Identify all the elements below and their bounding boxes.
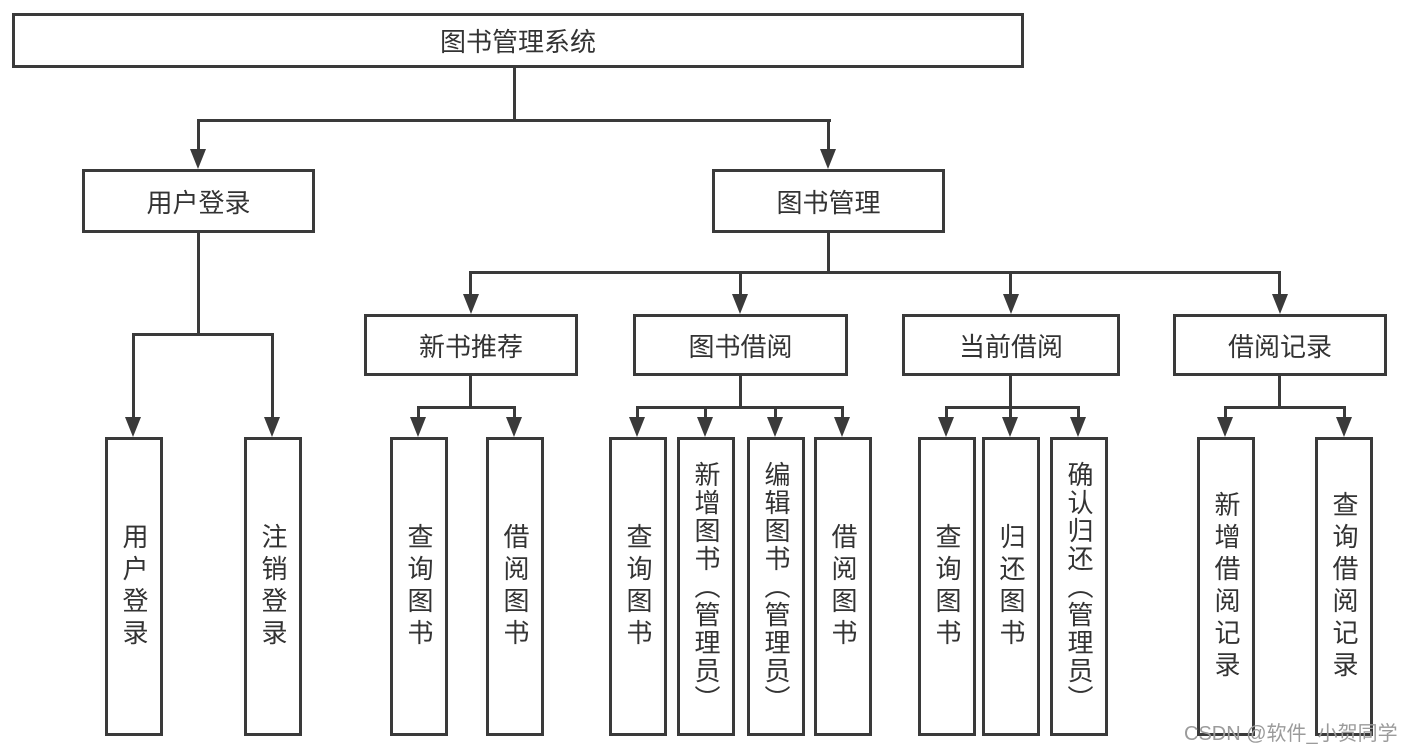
edge-arrowhead: [1336, 417, 1352, 437]
leaf-query-books-borrowing: 查询图书: [609, 437, 667, 736]
edge-arrowhead: [820, 149, 836, 169]
edge-line: [197, 119, 200, 150]
leaf-label: 新增图书（管理员）: [691, 460, 721, 713]
node-book-management: 图书管理: [712, 169, 945, 233]
leaf-label: 借阅图书: [500, 522, 530, 651]
leaf-logout: 注销登录: [244, 437, 302, 736]
node-label: 当前借阅: [958, 331, 1063, 362]
edge-line: [1009, 271, 1012, 295]
edge-arrowhead: [190, 149, 206, 169]
leaf-add-books-admin: 新增图书（管理员）: [677, 437, 735, 736]
edge-arrowhead: [1217, 417, 1233, 437]
edge-arrowhead: [125, 417, 141, 437]
edge-arrowhead: [264, 417, 280, 437]
node-label: 图书借阅: [688, 331, 793, 362]
edge-line: [827, 119, 830, 150]
edge-arrowhead: [1003, 294, 1019, 314]
edge-arrowhead: [834, 417, 850, 437]
leaf-label: 借阅图书: [828, 522, 858, 651]
edge-arrowhead: [767, 417, 783, 437]
leaf-label: 归还图书: [996, 522, 1026, 651]
leaf-label: 新增借阅记录: [1211, 490, 1241, 683]
edge-arrowhead: [410, 417, 426, 437]
edge-arrowhead: [1002, 417, 1018, 437]
leaf-return-books: 归还图书: [982, 437, 1040, 736]
node-label: 借阅记录: [1227, 331, 1332, 362]
edge-line: [636, 406, 844, 409]
node-new-book-recommendation: 新书推荐: [364, 314, 578, 376]
leaf-query-books-current: 查询图书: [918, 437, 976, 736]
edge-arrowhead: [1272, 294, 1288, 314]
leaf-label: 确认归还（管理员）: [1064, 460, 1094, 713]
leaf-add-borrow-record: 新增借阅记录: [1197, 437, 1255, 736]
edge-line: [197, 119, 831, 122]
edge-arrowhead: [629, 417, 645, 437]
leaf-label: 注销登录: [258, 522, 288, 651]
edge-line: [271, 333, 274, 418]
leaf-confirm-return-admin: 确认归还（管理员）: [1050, 437, 1108, 736]
edge-line: [132, 333, 135, 418]
node-current-borrowing: 当前借阅: [902, 314, 1120, 376]
node-label: 图书管理: [776, 187, 881, 218]
edge-line: [739, 376, 742, 409]
csdn-watermark: CSDN @软件_小贺同学: [1184, 723, 1398, 745]
edge-line: [636, 406, 639, 418]
edge-line: [197, 233, 200, 336]
leaf-query-borrow-record: 查询借阅记录: [1315, 437, 1373, 736]
edge-line: [1278, 271, 1281, 295]
edge-line: [1009, 406, 1012, 418]
edge-line: [1224, 406, 1227, 418]
edge-line: [417, 406, 420, 418]
edge-arrowhead: [938, 417, 954, 437]
edge-line: [513, 406, 516, 418]
edge-line: [827, 233, 830, 274]
edge-arrowhead: [463, 294, 479, 314]
leaf-user-login: 用户登录: [105, 437, 163, 736]
node-library-management-system: 图书管理系统: [12, 13, 1024, 68]
edge-line: [704, 406, 707, 418]
edge-line: [945, 406, 948, 418]
edge-line: [469, 271, 472, 295]
edge-line: [469, 271, 1281, 274]
edge-line: [841, 406, 844, 418]
edge-line: [1009, 376, 1012, 409]
edge-line: [513, 68, 516, 122]
leaf-borrow-books-recommend: 借阅图书: [486, 437, 544, 736]
edge-line: [1077, 406, 1080, 418]
edge-line: [1343, 406, 1346, 418]
edge-line: [774, 406, 777, 418]
edge-arrowhead: [506, 417, 522, 437]
leaf-label: 查询图书: [932, 522, 962, 651]
leaf-label: 用户登录: [119, 522, 149, 651]
node-label: 新书推荐: [418, 331, 523, 362]
node-borrowing-records: 借阅记录: [1173, 314, 1387, 376]
edge-line: [1224, 406, 1346, 409]
edge-line: [417, 406, 516, 409]
node-label: 图书管理系统: [439, 27, 596, 57]
edge-line: [469, 376, 472, 409]
leaf-label: 查询图书: [404, 522, 434, 651]
edge-line: [1278, 376, 1281, 409]
edge-line: [132, 333, 274, 336]
leaf-borrow-books-borrowing: 借阅图书: [814, 437, 872, 736]
edge-line: [739, 271, 742, 295]
node-label: 用户登录: [146, 187, 251, 218]
leaf-label: 查询借阅记录: [1329, 490, 1359, 683]
node-book-borrowing: 图书借阅: [633, 314, 848, 376]
leaf-edit-books-admin: 编辑图书（管理员）: [747, 437, 805, 736]
leaf-label: 编辑图书（管理员）: [761, 460, 791, 713]
leaf-query-books-recommend: 查询图书: [390, 437, 448, 736]
edge-arrowhead: [1070, 417, 1086, 437]
leaf-label: 查询图书: [623, 522, 653, 651]
edge-line: [945, 406, 1080, 409]
edge-arrowhead: [697, 417, 713, 437]
edge-arrowhead: [732, 294, 748, 314]
node-user-login: 用户登录: [82, 169, 315, 233]
